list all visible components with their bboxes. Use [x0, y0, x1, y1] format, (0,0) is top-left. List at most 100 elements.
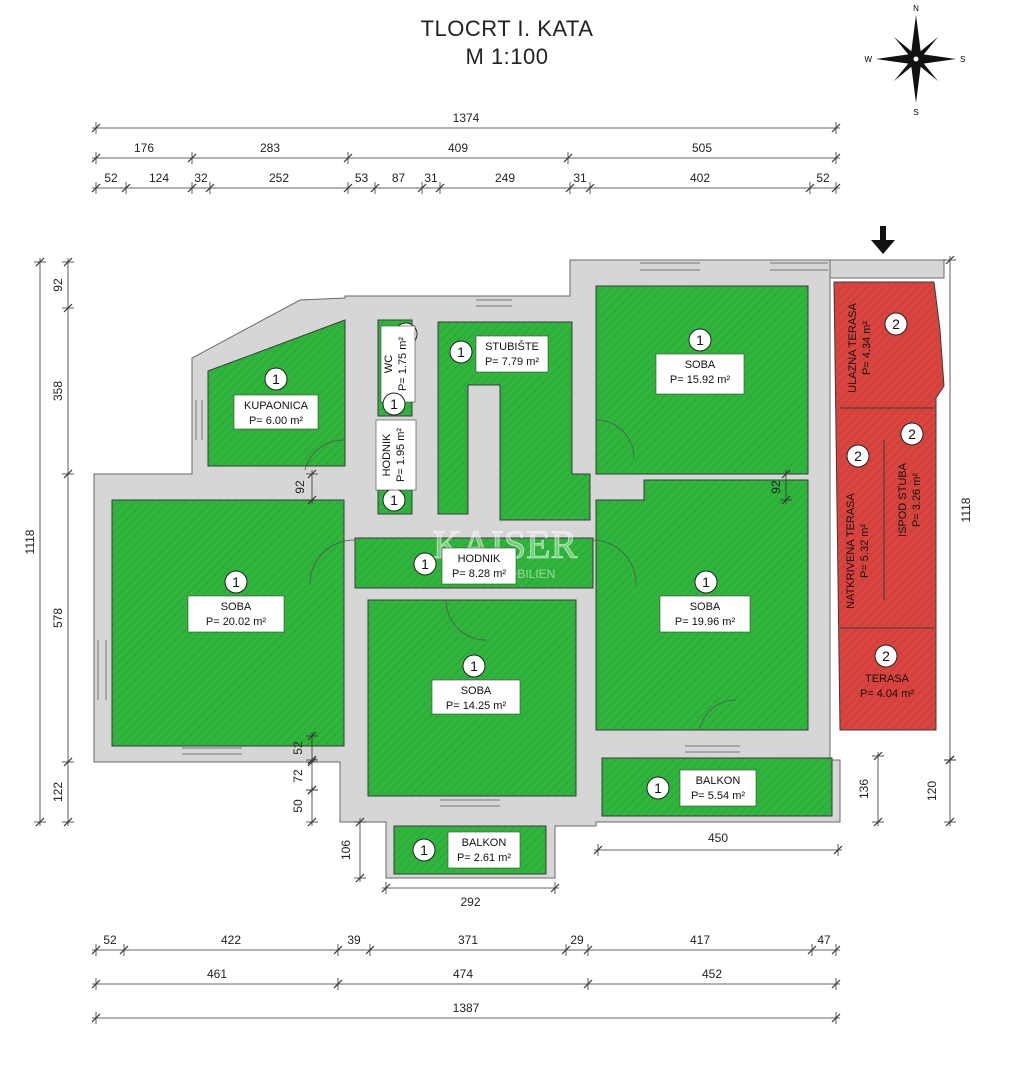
- room-number-badge: [874, 644, 898, 668]
- dim-wall-e: 92: [769, 469, 792, 505]
- dimension-label: 47: [817, 933, 831, 947]
- dim-inner-106: 106: [339, 817, 366, 883]
- room-number-badge: [224, 570, 248, 594]
- room-number-badge: [413, 552, 437, 576]
- door-arcs: [304, 419, 737, 731]
- arrow-down-icon: [871, 226, 895, 254]
- room-name: SOBA: [685, 359, 716, 371]
- room-area: P= 1.95 m²: [395, 428, 407, 482]
- dim-bottom-total: 1387: [91, 1001, 841, 1024]
- room-name: HODNIK: [458, 553, 501, 565]
- dimension-label: 578: [51, 608, 65, 628]
- room-number: 2: [882, 648, 890, 664]
- dimension-label: 1387: [453, 1001, 480, 1015]
- dimension-label: 29: [570, 933, 584, 947]
- room-name: SOBA: [690, 601, 721, 613]
- compass-n: N: [913, 4, 919, 13]
- room-number: 1: [232, 574, 240, 590]
- dimension-label: 120: [925, 781, 939, 801]
- dimension-label: 52: [291, 741, 305, 755]
- dimension-label: 52: [103, 933, 117, 947]
- label-box: [431, 679, 521, 715]
- dimension-label: 249: [495, 171, 515, 185]
- room-area: P= 20.02 m²: [206, 616, 267, 628]
- label-box: [655, 353, 745, 395]
- room-number: 1: [272, 371, 280, 387]
- room-number: 1: [390, 492, 398, 508]
- room-number-badge: [688, 328, 712, 352]
- label-box: [441, 547, 517, 585]
- dimension-label: 52: [816, 171, 830, 185]
- room-name: WC: [383, 355, 395, 373]
- room-number-badge: [694, 570, 718, 594]
- room-number-badge: [382, 392, 406, 416]
- room-number-badge: [646, 776, 670, 800]
- dimension-label: 31: [424, 171, 438, 185]
- dimension-label: 505: [692, 141, 712, 155]
- dimension-label: 1374: [453, 111, 480, 125]
- dim-inner-50: 50: [291, 785, 318, 827]
- dim-top-total: 1374: [91, 111, 841, 134]
- dimension-label: 358: [51, 381, 65, 401]
- room-area: P= 5.32 m²: [859, 524, 871, 578]
- room-name: SOBA: [221, 601, 252, 613]
- plan-scale: M 1:100: [465, 44, 549, 69]
- room-area: P= 5.54 m²: [691, 790, 745, 802]
- dimension-label: 422: [221, 933, 241, 947]
- room-name: TERASA: [865, 673, 910, 685]
- dimension-label: 402: [690, 171, 710, 185]
- dimension-label: 292: [460, 895, 480, 909]
- room-name: HODNIK: [381, 433, 393, 476]
- compass-rose-icon: N S W S: [864, 4, 965, 117]
- room-number-badge: [846, 444, 870, 468]
- room-area: P= 1.75 m²: [397, 337, 409, 391]
- dim-right-total: 1118: [944, 255, 973, 765]
- room-number: 1: [470, 658, 478, 674]
- terraces: [833, 281, 945, 731]
- dimension-label: 1118: [959, 497, 973, 522]
- label-box: [679, 769, 757, 807]
- room-area: P= 6.00 m²: [249, 415, 303, 427]
- room-number-badge: [264, 367, 288, 391]
- dimension-label: 283: [260, 141, 280, 155]
- room-number: 1: [696, 332, 704, 348]
- room-number: 1: [702, 574, 710, 590]
- label-box: [187, 595, 285, 633]
- windows: [97, 262, 828, 807]
- dimension-label: 124: [149, 171, 169, 185]
- room-number-badge: [462, 654, 486, 678]
- dim-wall-w: 92: [293, 469, 318, 505]
- room-area: P= 2.61 m²: [457, 852, 511, 864]
- label-box: [447, 831, 521, 869]
- label-box: [233, 394, 319, 430]
- compass-s: S: [913, 108, 918, 117]
- label-box: [475, 335, 549, 373]
- dimension-label: 39: [347, 933, 361, 947]
- dimension-label: 371: [458, 933, 478, 947]
- room-number: 1: [421, 556, 429, 572]
- room-area: P= 15.92 m²: [670, 374, 731, 386]
- room-area: P= 7.79 m²: [485, 356, 539, 368]
- label-box: [375, 419, 417, 491]
- room-area: P= 4.04 m²: [860, 688, 914, 700]
- dim-balkon-s-width: 292: [381, 882, 560, 909]
- dimension-label: 136: [857, 779, 871, 799]
- dimension-label: 92: [51, 278, 65, 292]
- room-area: P= 4.34 m²: [861, 321, 873, 375]
